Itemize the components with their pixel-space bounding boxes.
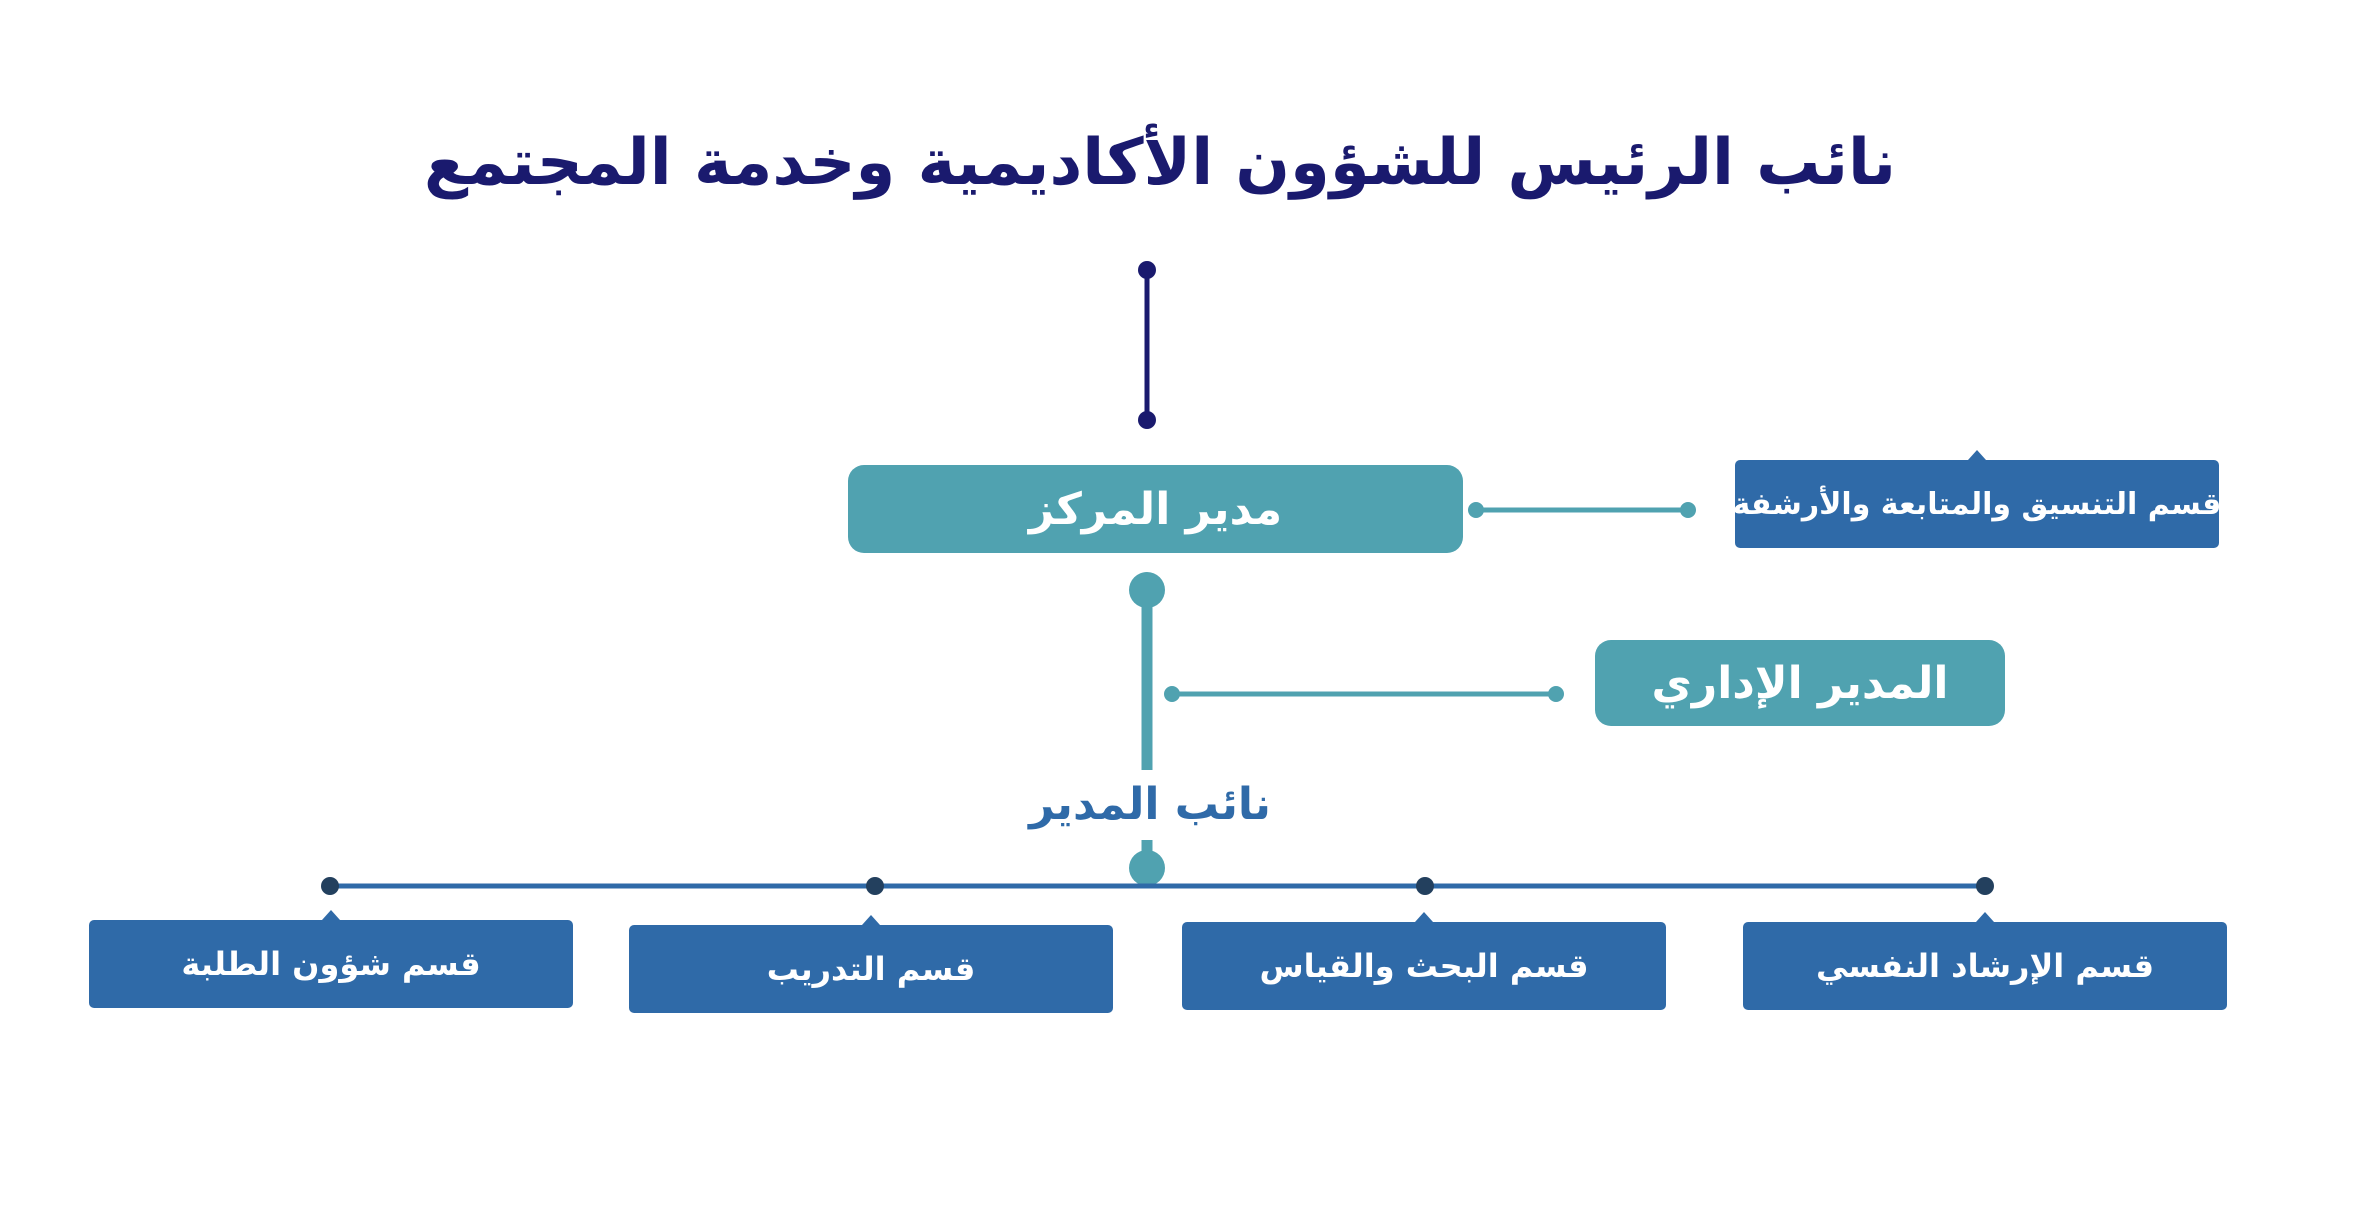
department-label: قسم التدريب <box>766 950 976 988</box>
coordination-connector <box>1468 502 1696 518</box>
admin-director-box: المدير الإداري <box>1595 640 2005 726</box>
coordination-dept-box: قسم التنسيق والمتابعة والأرشفة <box>1732 450 2222 548</box>
department-box-training: قسم التدريب <box>629 915 1113 1013</box>
admin-director-label: المدير الإداري <box>1651 657 1949 709</box>
department-label: قسم البحث والقياس <box>1259 947 1589 985</box>
center-director-label: مدير المركز <box>1028 483 1283 535</box>
department-label: قسم شؤون الطلبة <box>181 945 481 983</box>
center-director-box: مدير المركز <box>848 465 1463 553</box>
departments-connector <box>321 877 1994 895</box>
admin-connector <box>1164 686 1564 702</box>
department-box-student-affairs: قسم شؤون الطلبة <box>89 910 573 1008</box>
department-box-research: قسم البحث والقياس <box>1182 912 1666 1010</box>
department-box-counseling: قسم الإرشاد النفسي <box>1743 912 2227 1010</box>
coordination-dept-label: قسم التنسيق والمتابعة والأرشفة <box>1732 486 2222 522</box>
title-connector <box>1138 261 1156 429</box>
chart-title: نائب الرئيس للشؤون الأكاديمية وخدمة المج… <box>423 126 1897 200</box>
department-label: قسم الإرشاد النفسي <box>1815 947 2155 985</box>
deputy-director-label: نائب المدير <box>1020 770 1280 840</box>
